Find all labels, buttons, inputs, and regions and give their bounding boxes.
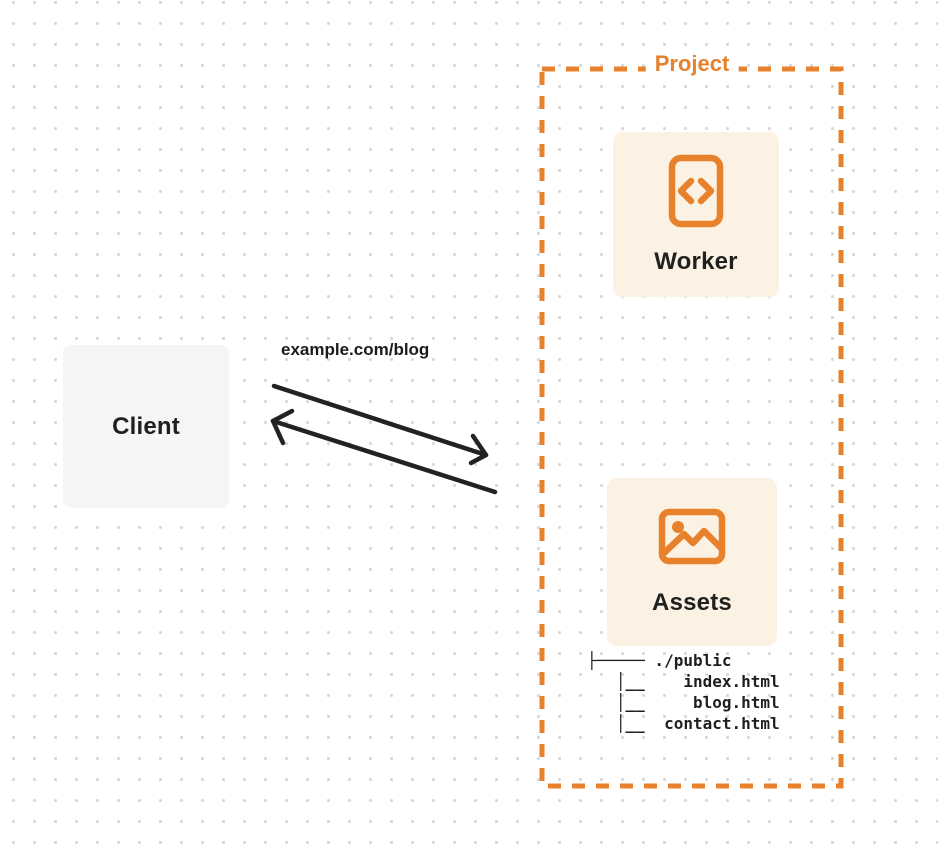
image-icon: [658, 508, 726, 564]
tree-line-file: │__ contact.html: [587, 714, 780, 733]
assets-label: Assets: [652, 588, 732, 616]
client-node: Client: [63, 345, 229, 508]
assets-file-tree: ├───── ./public │__ index.html │__ blog.…: [587, 650, 780, 734]
worker-label: Worker: [654, 247, 738, 275]
tree-line-file: │__ index.html: [587, 672, 780, 691]
client-label: Client: [112, 412, 180, 440]
tree-line-file: │__ blog.html: [587, 693, 780, 712]
tree-line-root: ├───── ./public: [587, 651, 732, 670]
assets-node: Assets: [607, 478, 777, 646]
request-arrow: [271, 383, 489, 466]
request-url-label: example.com/blog: [281, 340, 430, 359]
project-label: Project: [645, 51, 739, 77]
response-arrow: [270, 408, 498, 495]
code-file-icon: [668, 154, 724, 227]
worker-node: Worker: [613, 132, 779, 297]
